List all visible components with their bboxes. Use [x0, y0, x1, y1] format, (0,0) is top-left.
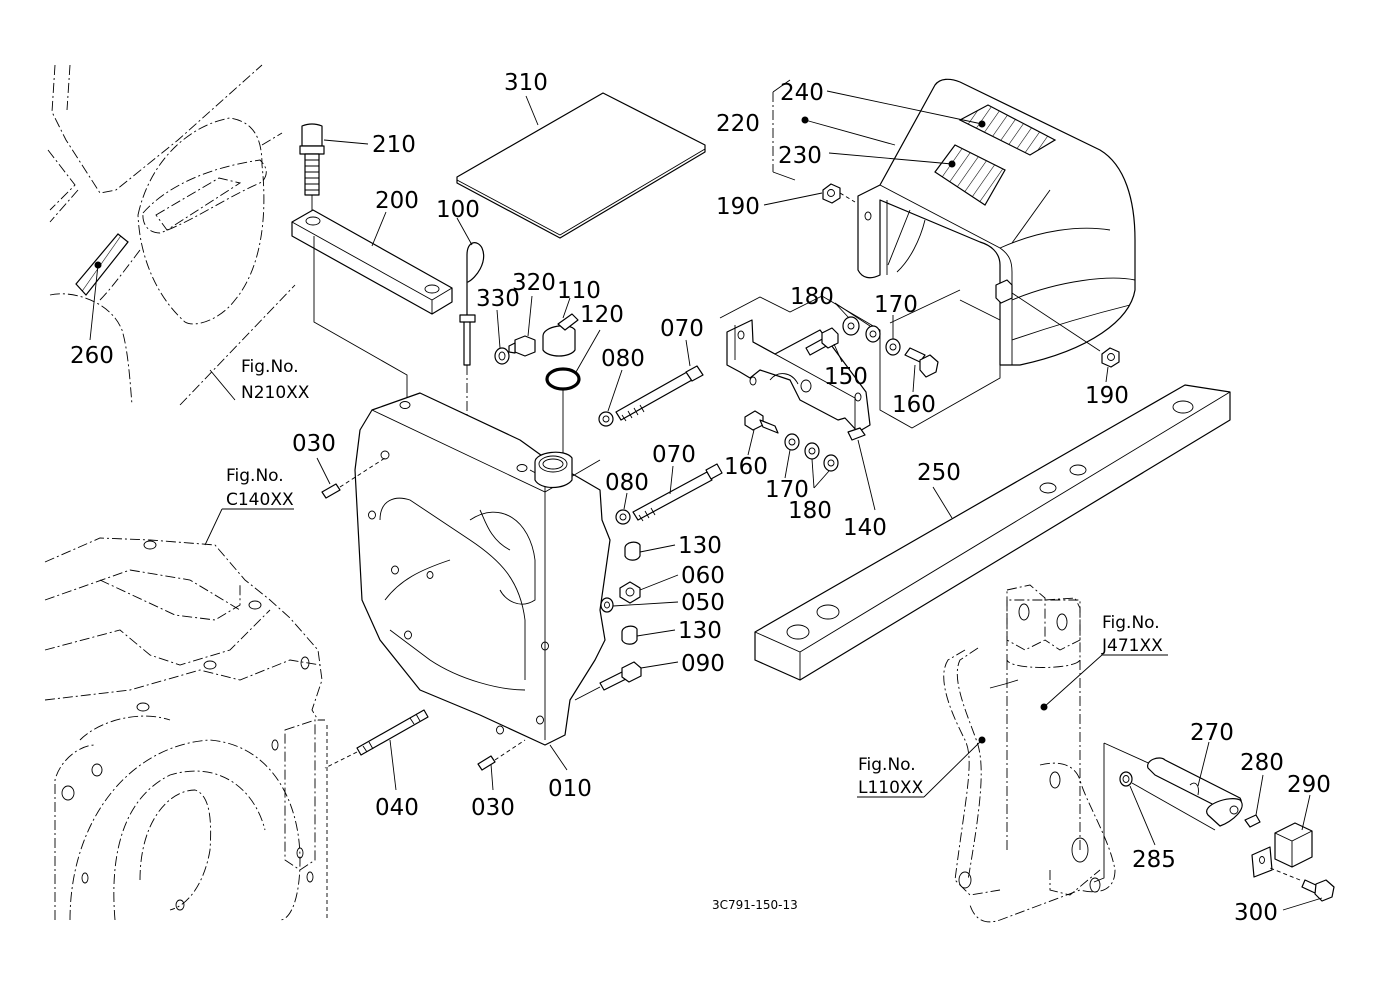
- cover-220-bracket: [772, 79, 896, 181]
- part-label-210[interactable]: 210: [372, 132, 416, 158]
- part-label-060[interactable]: 060: [681, 563, 725, 589]
- pin-280: [1244, 774, 1264, 828]
- part-label-300[interactable]: 300: [1234, 900, 1278, 926]
- decal-260: [75, 233, 129, 341]
- plug-130-upper: [624, 541, 676, 561]
- bolt-150: [805, 327, 843, 363]
- nut-060: [619, 574, 679, 604]
- part-label-160-upper[interactable]: 160: [892, 392, 936, 418]
- fig-id-N210XX: N210XX: [241, 383, 310, 403]
- block-290: [1251, 794, 1313, 878]
- part-label-050[interactable]: 050: [681, 590, 725, 616]
- fig-prefix: Fig.No.: [858, 755, 916, 775]
- part-label-080-lower[interactable]: 080: [605, 470, 649, 496]
- cover-220: [826, 78, 1136, 366]
- fig-prefix: Fig.No.: [241, 357, 299, 377]
- fig-id-C140XX: C140XX: [226, 490, 294, 510]
- washers-180-upper: [834, 302, 881, 343]
- part-label-070-lower[interactable]: 070: [652, 442, 696, 468]
- seat-fender-outline: [47, 64, 296, 406]
- fig-prefix: Fig.No.: [226, 466, 284, 486]
- fig-id-L110XX: L110XX: [858, 778, 924, 798]
- washer-080-upper: [598, 369, 623, 427]
- fig-prefix: Fig.No.: [1102, 613, 1160, 633]
- part-label-170-lower[interactable]: 170: [765, 477, 809, 503]
- part-label-120[interactable]: 120: [580, 302, 624, 328]
- part-label-180-upper[interactable]: 180: [790, 284, 834, 310]
- figure-ref-J471XX[interactable]: Fig.No. J471XX: [1101, 613, 1163, 656]
- nut-190-left: [763, 183, 856, 206]
- part-label-130-upper[interactable]: 130: [678, 533, 722, 559]
- part-label-160-lower[interactable]: 160: [724, 454, 768, 480]
- part-label-190-left[interactable]: 190: [716, 194, 760, 220]
- pin-270: [1147, 741, 1243, 827]
- bracket-140: [719, 289, 1001, 511]
- drawing-code: 3C791-150-13: [712, 898, 798, 912]
- bolt-160-lower: [744, 410, 779, 456]
- plug-320: [508, 295, 536, 357]
- bolt-070-upper: [615, 339, 704, 422]
- part-label-170-upper[interactable]: 170: [874, 292, 918, 318]
- part-label-130-lower[interactable]: 130: [678, 618, 722, 644]
- part-label-230[interactable]: 230: [778, 143, 822, 169]
- part-label-180-lower[interactable]: 180: [788, 498, 832, 524]
- bolt-210: [299, 123, 369, 215]
- drawbar-250: [754, 384, 1231, 681]
- part-label-100[interactable]: 100: [436, 197, 480, 223]
- dipstick-100: [456, 217, 485, 470]
- figure-ref-C140XX[interactable]: Fig.No. C140XX: [204, 466, 294, 546]
- part-label-310[interactable]: 310: [504, 70, 548, 96]
- washer-170-upper: [885, 315, 901, 356]
- seal-330: [494, 309, 510, 365]
- washer-170-lower: [784, 433, 800, 479]
- bushing-285: [1119, 771, 1216, 846]
- bolt-090: [574, 661, 679, 701]
- part-label-330[interactable]: 330: [476, 286, 520, 312]
- cap-110: [542, 297, 579, 357]
- manual-310: [456, 92, 706, 239]
- part-label-250[interactable]: 250: [917, 460, 961, 486]
- plug-130-lower: [621, 625, 676, 645]
- bolt-070-lower: [632, 463, 723, 522]
- part-label-260[interactable]: 260: [70, 343, 114, 369]
- figure-ref-L110XX[interactable]: Fig.No. L110XX: [858, 755, 924, 798]
- part-label-320[interactable]: 320: [512, 270, 556, 296]
- part-label-150[interactable]: 150: [824, 364, 868, 390]
- part-label-030-upper[interactable]: 030: [292, 431, 336, 457]
- part-label-080-upper[interactable]: 080: [601, 346, 645, 372]
- part-label-270[interactable]: 270: [1190, 720, 1234, 746]
- lift-rod-assembly: [857, 584, 1176, 923]
- part-label-110[interactable]: 110: [557, 278, 601, 304]
- part-label-070-upper[interactable]: 070: [660, 316, 704, 342]
- part-label-290[interactable]: 290: [1287, 772, 1331, 798]
- figure-ref-N210XX[interactable]: Fig.No. N210XX: [209, 357, 310, 403]
- part-label-010[interactable]: 010: [548, 776, 592, 802]
- nut-190-right: [1011, 292, 1120, 383]
- engine-block-outline: [44, 537, 328, 921]
- pin-030-upper: [316, 457, 386, 499]
- pin-030-lower: [477, 739, 526, 791]
- part-label-040[interactable]: 040: [375, 795, 419, 821]
- part-label-280[interactable]: 280: [1240, 750, 1284, 776]
- washer-050: [600, 597, 679, 613]
- part-label-190-right[interactable]: 190: [1085, 383, 1129, 409]
- washers-180-lower: [804, 442, 839, 489]
- stud-040: [324, 709, 429, 791]
- bolt-160-upper: [904, 347, 939, 393]
- washer-080-lower: [615, 492, 631, 525]
- part-label-090[interactable]: 090: [681, 651, 725, 677]
- part-label-030-lower[interactable]: 030: [471, 795, 515, 821]
- fig-id-J471XX: J471XX: [1101, 636, 1163, 656]
- part-label-140[interactable]: 140: [843, 515, 887, 541]
- part-label-200[interactable]: 200: [375, 188, 419, 214]
- part-label-285[interactable]: 285: [1132, 847, 1176, 873]
- bar-200: [291, 209, 453, 398]
- bolt-300: [1269, 867, 1335, 911]
- part-label-220[interactable]: 220: [716, 111, 760, 137]
- housing-010: [354, 392, 611, 771]
- part-label-240[interactable]: 240: [780, 80, 824, 106]
